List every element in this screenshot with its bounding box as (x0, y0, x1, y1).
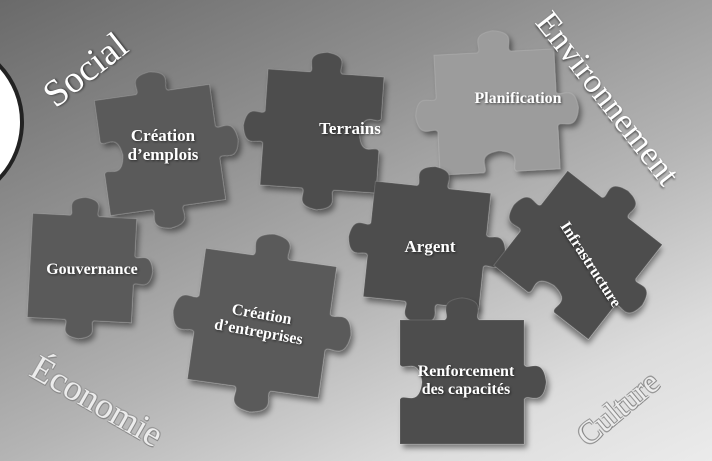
left-edge-circle (0, 63, 24, 181)
piece-label-renforcement-capacites: Renforcement des capacités (417, 363, 515, 398)
puzzle-piece-argent (348, 166, 506, 324)
piece-label-planification: Planification (474, 90, 562, 107)
puzzle-piece-gouvernance (26, 196, 154, 340)
puzzle-piece-infrastructure (493, 170, 663, 340)
puzzle-piece-renforcement-capacites (399, 297, 547, 445)
pieces-group (26, 30, 663, 445)
piece-label-creation-emplois: Création d’emplois (127, 126, 199, 165)
piece-label-terrains: Terrains (319, 119, 381, 138)
puzzle-piece-planification (415, 30, 579, 176)
puzzle-piece-creation-entreprises (172, 233, 352, 413)
piece-label-argent: Argent (404, 237, 456, 256)
piece-label-gouvernance: Gouvernance (46, 261, 138, 278)
puzzle-piece-creation-emplois (93, 71, 239, 229)
